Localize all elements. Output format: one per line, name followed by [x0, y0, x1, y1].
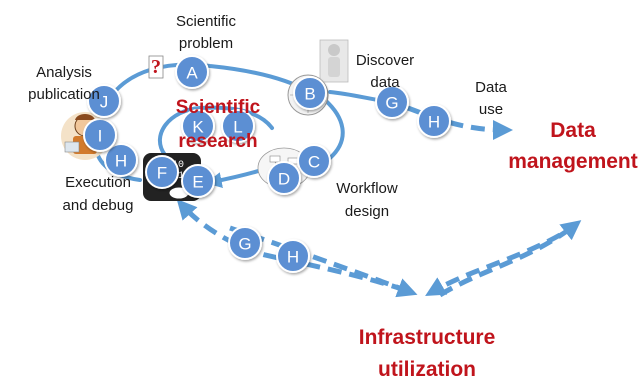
node-c: C	[297, 144, 331, 178]
node-letter: K	[192, 118, 204, 137]
data-management-line1: Data	[550, 119, 596, 142]
node-letter: L	[233, 118, 242, 137]
magnifier-person-icon	[319, 39, 349, 83]
node-circle	[276, 239, 310, 273]
arrow-top-arc	[110, 62, 316, 97]
node-g1: G	[375, 85, 409, 119]
execution-debug-label: Execution and debug	[63, 174, 134, 214]
data-use-line2: use	[479, 101, 503, 118]
discover-data-line2: data	[370, 74, 400, 91]
node-circle	[145, 155, 179, 189]
node-d: D	[267, 161, 301, 195]
node-k: K	[181, 109, 215, 143]
question-icon: ?	[148, 55, 164, 79]
scientific-problem-label: Scientific problem	[176, 13, 237, 52]
node-circle	[228, 226, 262, 260]
node-l: L	[221, 109, 255, 143]
node-letter: G	[385, 94, 398, 113]
node-circle	[181, 164, 215, 198]
infrastructure-utilization-title: Infrastructure utilization	[359, 326, 496, 381]
arrow-inner-loop	[158, 105, 274, 157]
node-letter: D	[278, 170, 290, 189]
workflow-design-line2: design	[345, 203, 389, 220]
node-letter: B	[304, 85, 315, 104]
node-letter: H	[287, 248, 299, 267]
node-letter: H	[428, 113, 440, 132]
node-circle	[417, 104, 451, 138]
svg-text:?: ?	[151, 56, 161, 78]
data-use-label: Data use	[475, 79, 507, 118]
scientific-research-line1: Scientific	[176, 97, 261, 118]
scientific-research-line2: research	[178, 131, 257, 152]
node-letter: G	[238, 235, 251, 254]
data-management-title: Data management	[508, 119, 638, 173]
data-use-dashed-arrow	[407, 105, 513, 140]
node-h1: H	[104, 143, 138, 177]
analysis-publication-line1: Analysis	[36, 64, 92, 81]
analysis-publication-label: Analysis publication	[28, 64, 100, 103]
node-circle	[297, 144, 331, 178]
discover-data-line1: Discover	[356, 52, 414, 69]
node-a: A	[175, 55, 209, 89]
node-letter: F	[157, 164, 167, 183]
arrow-right-arc	[323, 98, 345, 160]
scientific-research-title: Scientific research	[176, 97, 261, 152]
node-circle	[375, 85, 409, 119]
node-letter: C	[308, 153, 320, 172]
node-circle	[267, 161, 301, 195]
node-j: J	[87, 84, 121, 118]
data-management-line2: management	[508, 150, 638, 173]
scientific-problem-line2: problem	[179, 35, 233, 52]
infrastructure-utilization-line2: utilization	[378, 358, 476, 381]
workflow-design-label: Workflow design	[336, 180, 398, 220]
node-e: E	[181, 164, 215, 198]
node-circle	[87, 84, 121, 118]
node-letter: A	[186, 64, 198, 83]
node-letter: J	[100, 93, 109, 112]
node-circle	[181, 109, 215, 143]
node-i: I	[83, 118, 117, 152]
analysis-publication-line2: publication	[28, 86, 100, 103]
node-circle	[221, 109, 255, 143]
infrastructure-utilization-line1: Infrastructure	[359, 326, 496, 349]
arrow-data-to-infra	[425, 232, 562, 297]
data-use-line1: Data	[475, 79, 507, 96]
node-f: F	[145, 155, 179, 189]
node-letter: H	[115, 152, 127, 171]
node-h3: H	[276, 239, 310, 273]
node-circle	[293, 76, 327, 110]
scientific-problem-line1: Scientific	[176, 13, 237, 30]
arrow-b-to-g	[328, 90, 380, 102]
arrow-to-execution	[176, 199, 406, 293]
node-g2: G	[228, 226, 262, 260]
node-circle	[175, 55, 209, 89]
node-letter: E	[192, 173, 203, 192]
node-letter: I	[98, 127, 103, 146]
execution-debug-line1: Execution	[65, 174, 131, 191]
node-circle	[104, 143, 138, 177]
workflow-design-line1: Workflow	[336, 180, 398, 197]
node-circle	[83, 118, 117, 152]
discover-data-label: Discover data	[356, 52, 414, 91]
node-h2: H	[417, 104, 451, 138]
execution-debug-line2: and debug	[63, 197, 134, 214]
node-b: B	[293, 76, 327, 110]
